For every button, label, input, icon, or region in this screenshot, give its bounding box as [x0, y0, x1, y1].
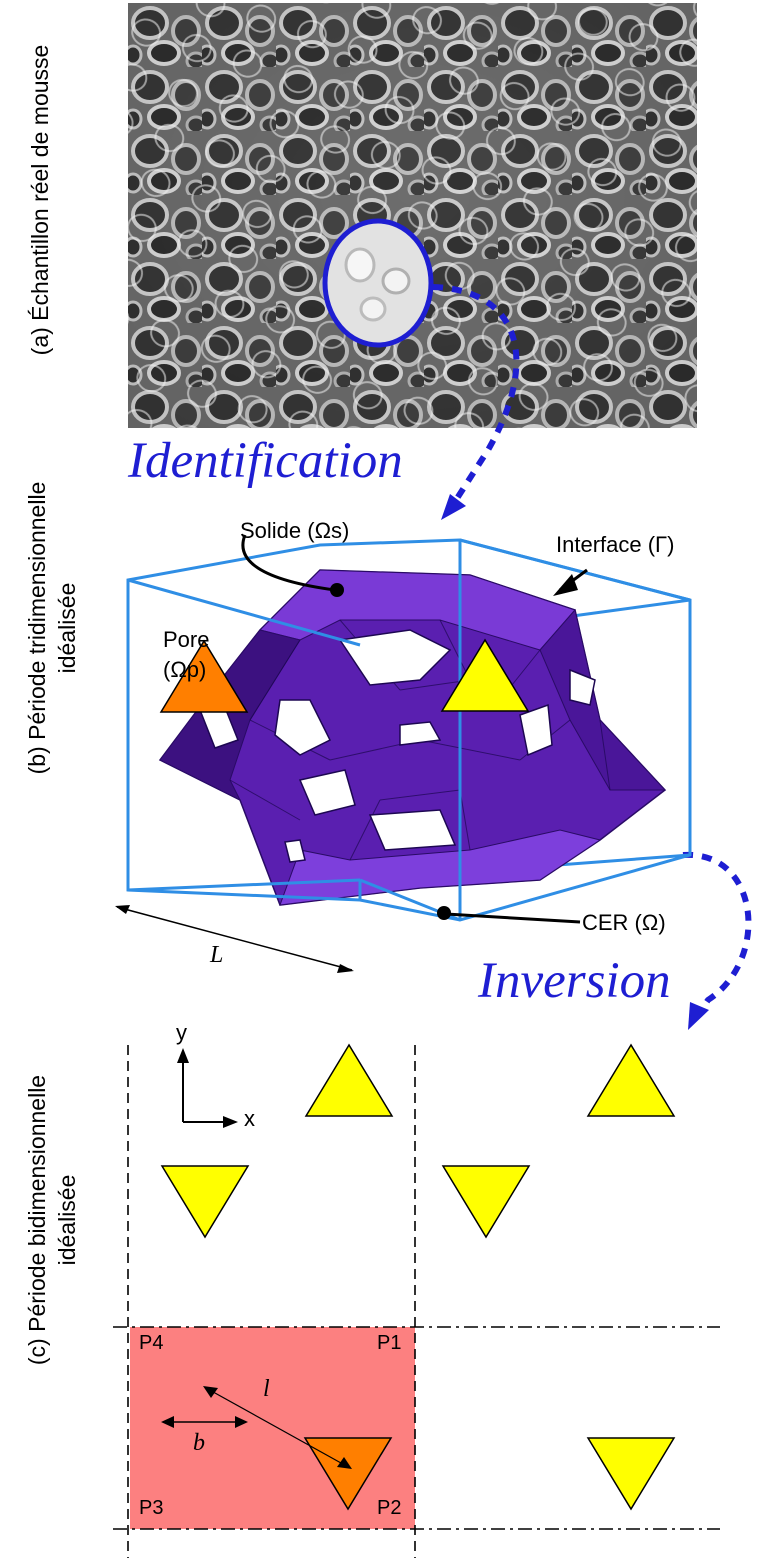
foam-sample-image: [128, 3, 697, 428]
foam-sample-photo: [128, 3, 697, 428]
cer-marker: [437, 906, 451, 920]
solid-label: Solide (Ωs): [240, 518, 349, 544]
b-text: b: [193, 1430, 205, 1456]
axis-y-label: y: [176, 1020, 187, 1046]
triangle-up-2: [586, 1043, 676, 1117]
interface-label-text: Interface (Γ): [556, 532, 675, 557]
inversion-arrowhead: [688, 1002, 709, 1030]
triangle-orange-down: [303, 1437, 393, 1511]
p2-text: P2: [377, 1497, 402, 1519]
identification-text: Identification: [128, 433, 403, 489]
solid-label-text: Solide (Ωs): [240, 518, 350, 543]
solid-skeleton: [158, 569, 667, 906]
cer-label: CER (Ω): [582, 910, 666, 936]
triangle-down-2: [441, 1165, 531, 1239]
triangle-orange-up: [159, 639, 249, 713]
inversion-arrow: [682, 851, 752, 1014]
p3-text: P3: [139, 1497, 164, 1519]
l-vector: [205, 1387, 351, 1469]
cer-label-text: CER (Ω): [582, 910, 666, 935]
length-label-text: L: [210, 942, 224, 968]
p1-label: P1: [377, 1332, 401, 1355]
l-label: l: [263, 1376, 270, 1403]
unit-cell-2d: [130, 1327, 415, 1529]
axis-y-text: y: [176, 1020, 187, 1045]
identification-arrowhead: [441, 494, 466, 520]
length-dimension-line: [116, 906, 353, 971]
solid-marker: [330, 583, 344, 597]
solid-leader: [241, 534, 336, 592]
pore-label-line2: (Ωp): [163, 657, 207, 682]
p4-text: P4: [139, 1332, 164, 1354]
b-label: b: [193, 1430, 205, 1457]
periodic-pattern-2d: [113, 638, 720, 1558]
axis-x-label: x: [244, 1106, 255, 1132]
identification-label: Identification: [128, 432, 403, 490]
axis-x-text: x: [244, 1106, 255, 1131]
triangle-down-3: [586, 1437, 676, 1511]
inversion-label: Inversion: [478, 952, 671, 1010]
identification-arrow: [432, 284, 520, 502]
cer-leader: [445, 912, 581, 924]
interface-label: Interface (Γ): [556, 532, 675, 558]
p4-label: P4: [139, 1332, 163, 1355]
pore-label: Pore (Ωp): [163, 625, 209, 685]
pore-label-line1: Pore: [163, 627, 210, 652]
interface-arrowhead: [553, 574, 578, 596]
triangle-up-3: [440, 638, 530, 712]
unit-cell-3d: [115, 534, 692, 973]
p2-label: P2: [377, 1497, 401, 1520]
inversion-text: Inversion: [478, 953, 671, 1009]
triangle-down-1: [160, 1165, 250, 1239]
p3-label: P3: [139, 1497, 163, 1520]
triangle-up-1: [304, 1043, 394, 1117]
l-text: l: [263, 1376, 270, 1402]
length-label: L: [210, 942, 223, 969]
p1-text: P1: [377, 1332, 402, 1354]
